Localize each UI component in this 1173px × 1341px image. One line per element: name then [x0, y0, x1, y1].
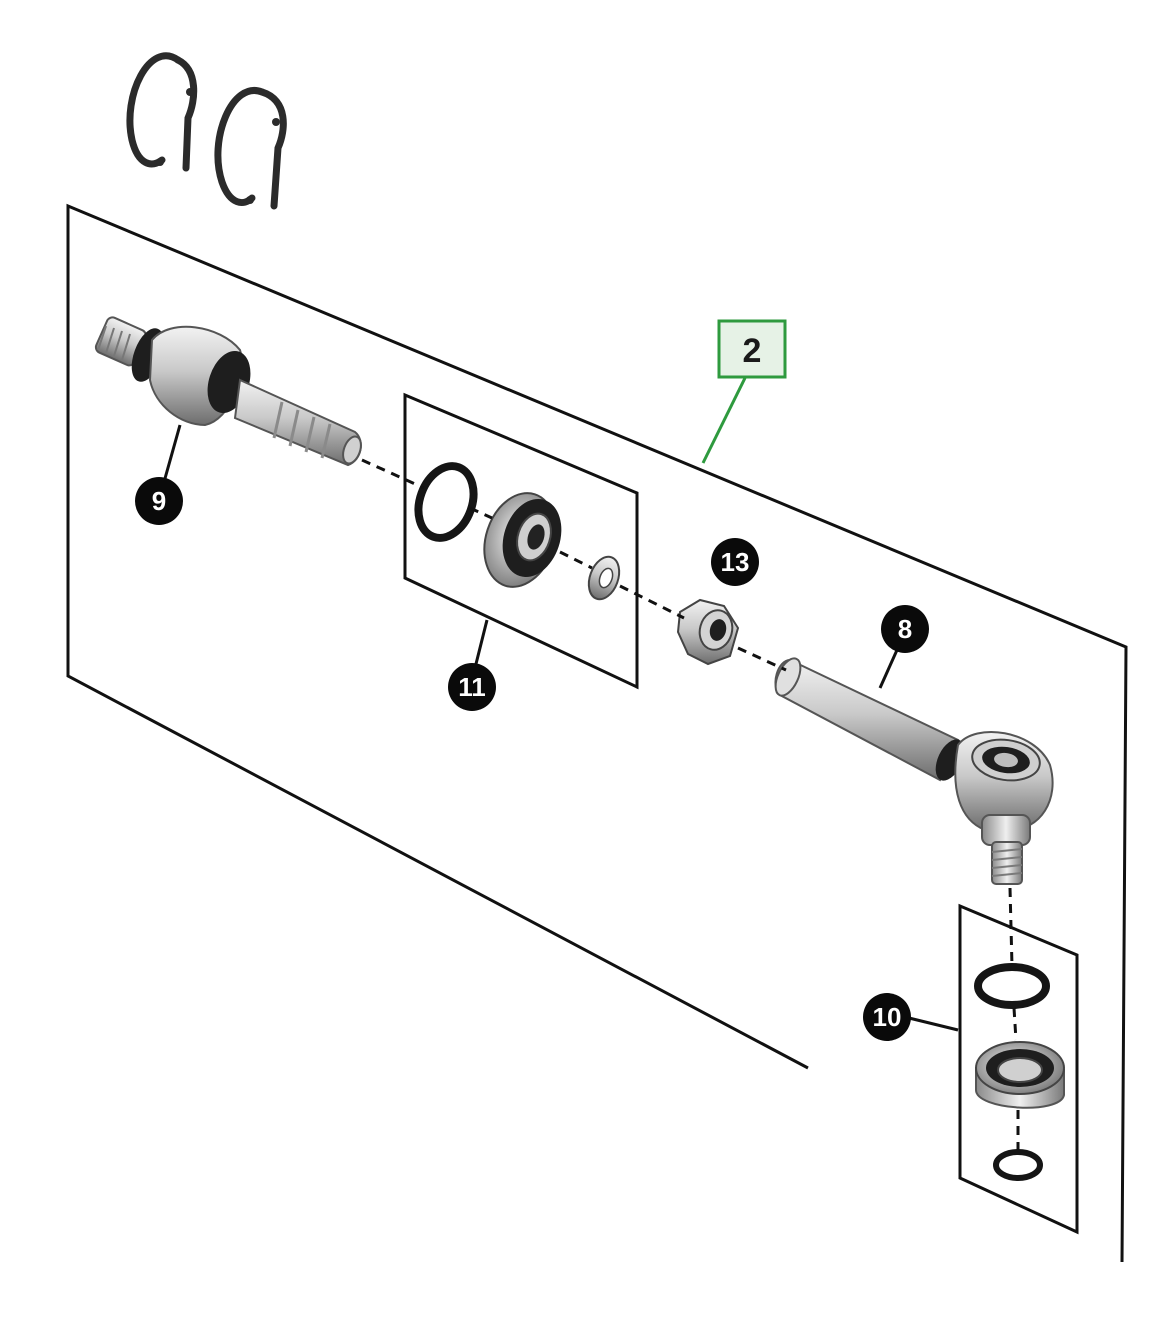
- assembly-outline: [66, 203, 1128, 1263]
- callout-9-label: 9: [152, 486, 166, 516]
- retaining-ring-left: [126, 52, 198, 172]
- callout-13[interactable]: 13: [711, 538, 759, 586]
- o-ring-11[interactable]: [409, 458, 483, 545]
- assembly-tag-label: 2: [743, 332, 762, 370]
- retaining-ring-right: [214, 86, 287, 210]
- callout-11[interactable]: 11: [448, 663, 496, 711]
- rod-end-8[interactable]: [770, 655, 1054, 885]
- assembly-tag[interactable]: 2: [717, 319, 787, 379]
- o-ring-10[interactable]: [974, 963, 1050, 1009]
- retaining-ring-10[interactable]: [993, 1149, 1043, 1181]
- parts-kit-box-10: [958, 903, 1079, 1235]
- bearing-10[interactable]: [975, 1041, 1065, 1109]
- lock-nut-13[interactable]: [676, 598, 740, 666]
- parts-kit-box-11: [403, 392, 639, 690]
- tag-2-leader: [701, 377, 747, 464]
- washer-11[interactable]: [583, 553, 624, 604]
- callout-leaders: [162, 424, 959, 1032]
- callout-10[interactable]: 10: [863, 993, 911, 1041]
- callout-11-label: 11: [458, 672, 486, 702]
- ball-joint-shaft[interactable]: [94, 316, 364, 467]
- callout-10-label: 10: [873, 1002, 902, 1032]
- callout-8-label: 8: [898, 614, 912, 644]
- callout-8[interactable]: 8: [881, 605, 929, 653]
- bearing-11[interactable]: [473, 484, 571, 596]
- assembly-axis: [361, 458, 1020, 1150]
- callout-13-label: 13: [721, 547, 750, 577]
- callout-9[interactable]: 9: [135, 477, 183, 525]
